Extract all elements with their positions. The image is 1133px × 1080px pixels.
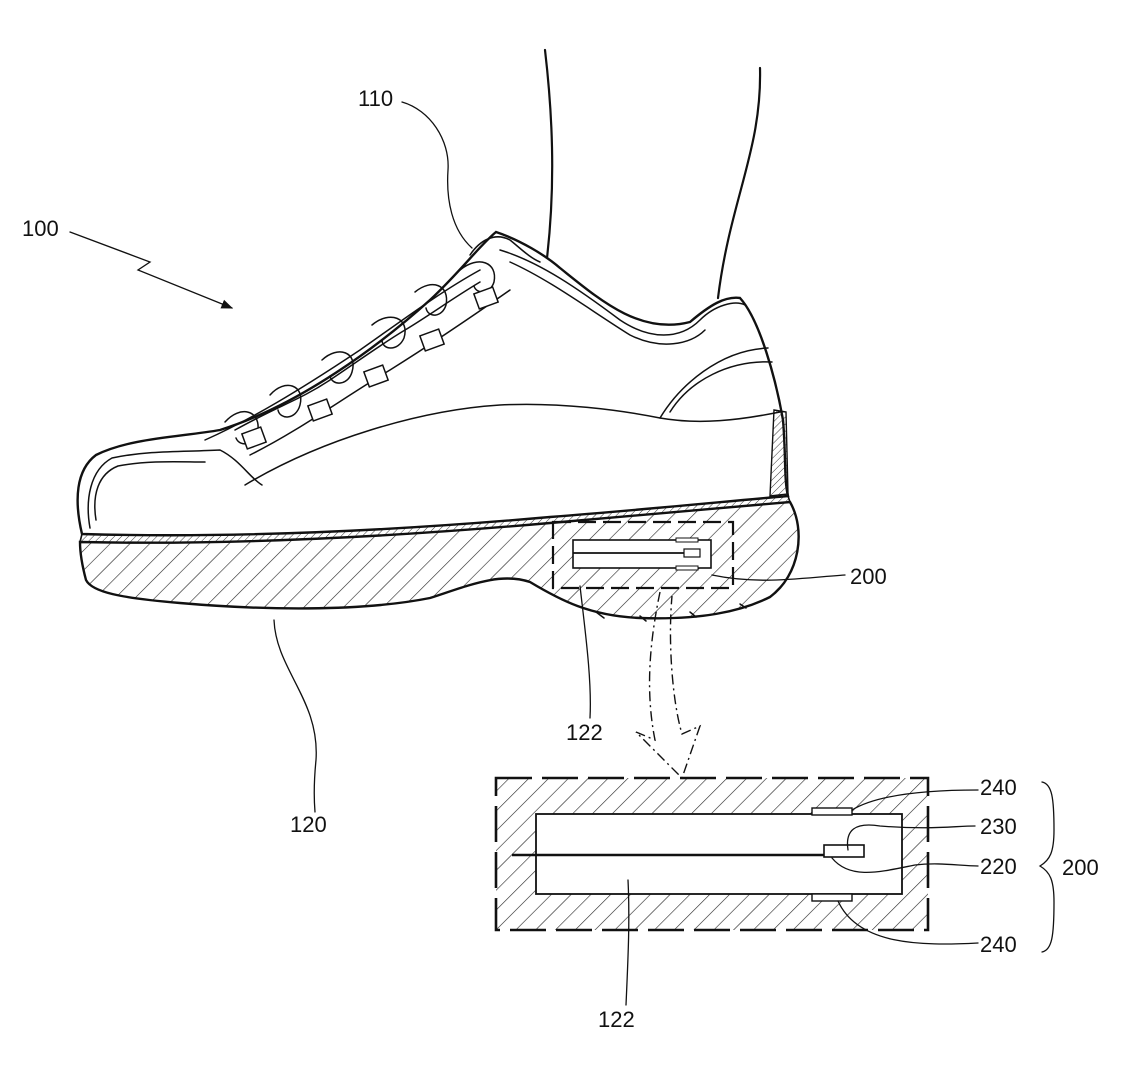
label-220: 220	[980, 854, 1017, 879]
label-230: 230	[980, 814, 1017, 839]
part-240-bottom-block	[811, 893, 853, 902]
label-240-bottom: 240	[980, 932, 1017, 957]
label-120: 120	[290, 812, 327, 837]
labels: 110 100 200 122 120 240 230 220 200 240 …	[22, 86, 1099, 1032]
label-122-bottom: 122	[598, 1007, 635, 1032]
leader-lines	[69, 101, 1055, 1006]
label-122-top: 122	[566, 720, 603, 745]
module-in-sole	[551, 520, 735, 590]
label-110: 110	[358, 86, 393, 111]
label-200-right: 200	[1062, 855, 1099, 880]
module-detail	[494, 776, 930, 932]
projection-lines	[635, 591, 702, 780]
leg-lines	[543, 48, 762, 300]
part-230-block	[823, 844, 865, 858]
label-100: 100	[22, 216, 59, 241]
part-240-top-block	[811, 807, 853, 816]
shoe-upper	[76, 230, 790, 537]
label-240-top: 240	[980, 775, 1017, 800]
shoe	[76, 230, 800, 622]
label-200-top: 200	[850, 564, 887, 589]
